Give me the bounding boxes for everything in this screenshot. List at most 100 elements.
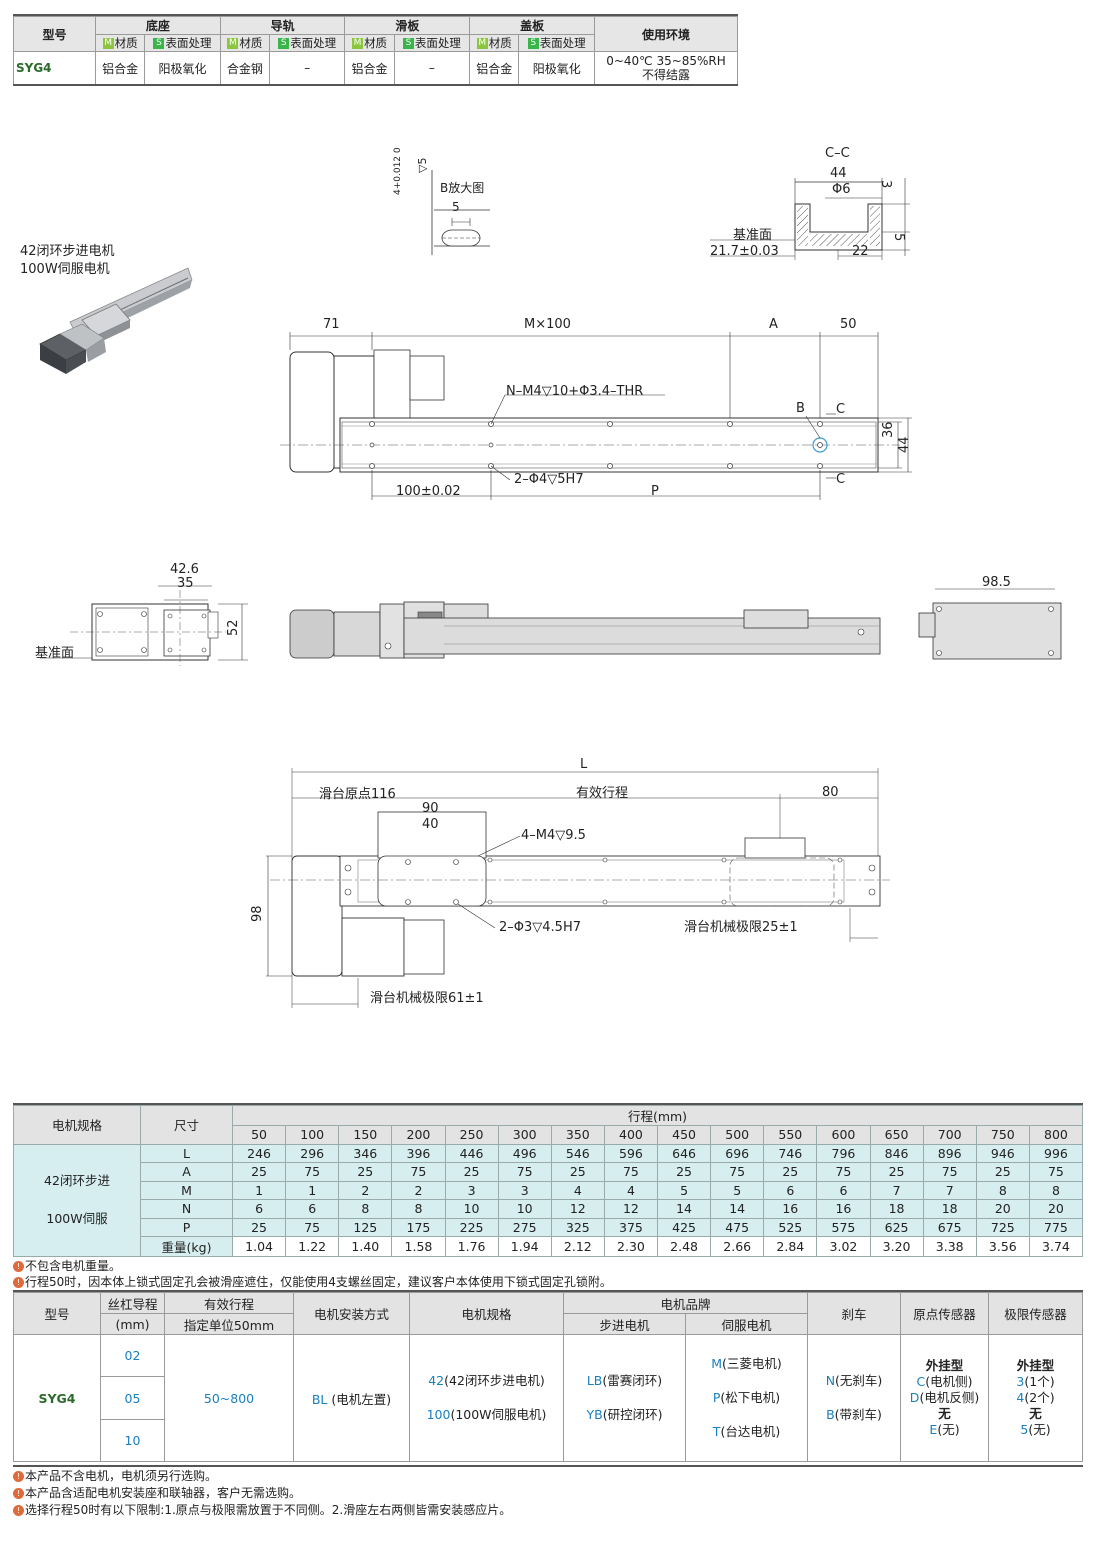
top-dim-36: 36 — [881, 421, 896, 438]
header-stroke: 有效行程 — [164, 1292, 294, 1314]
table-cell: 846 — [869, 1143, 924, 1163]
header-lead: 丝杠导程 — [100, 1292, 165, 1314]
table-cell: 20 — [1028, 1199, 1084, 1219]
stroke-header: 800 — [1028, 1125, 1084, 1145]
table-cell: 2.12 — [550, 1236, 605, 1257]
table-cell: 25 — [550, 1162, 605, 1182]
table-cell: 3.74 — [1028, 1236, 1084, 1257]
side-ref-label: 基准面 — [35, 646, 75, 661]
table-cell: 18 — [922, 1199, 977, 1219]
table-cell: 25 — [444, 1162, 499, 1182]
table-cell: 3.20 — [869, 1236, 924, 1257]
order-servo: M(三菱电机) P(松下电机) T(台达电机) — [685, 1334, 808, 1462]
stroke-header: 300 — [497, 1125, 552, 1145]
header-brake: 刹车 — [807, 1292, 901, 1335]
cc-ref-dim: 21.7±0.03 — [710, 244, 779, 259]
side-dim-52: 52 — [226, 619, 241, 636]
order-limit: 外挂型 3(1个) 4(2个) 无 5(无) — [988, 1334, 1083, 1462]
table-cell: 75 — [603, 1162, 659, 1182]
bot-dim-90: 90 — [422, 801, 439, 816]
table-cell: 725 — [975, 1217, 1030, 1237]
header-slider: 滑板 — [344, 16, 471, 35]
table-cell: 225 — [444, 1217, 499, 1237]
stroke-header: 250 — [444, 1125, 499, 1145]
order-origin: 外挂型 C(电机侧) D(电机反侧) 无 E(无) — [900, 1334, 989, 1462]
stroke-header: 600 — [816, 1125, 871, 1145]
motor-label-2: 100W伺服电机 — [20, 262, 110, 277]
table-cell: 12 — [550, 1199, 605, 1219]
table-cell: 575 — [816, 1217, 871, 1237]
top-dim-a: A — [769, 317, 778, 332]
dim-table-top-rule — [13, 1103, 1083, 1105]
table-cell: 2 — [338, 1180, 393, 1200]
table-cell: 75 — [1028, 1162, 1084, 1182]
table-cell: 425 — [656, 1217, 712, 1237]
table-cell: 25 — [869, 1162, 924, 1182]
order-stepper: LB(雷赛闭环) YB(研控闭环) — [563, 1334, 686, 1462]
table-cell: 625 — [869, 1217, 924, 1237]
bot-origin: 滑台原点116 — [319, 787, 396, 802]
table-cell: 175 — [391, 1217, 446, 1237]
order-motor: 42(42闭环步进电机) 100(100W伺服电机) — [409, 1334, 564, 1462]
left-end-view — [40, 585, 248, 666]
table-cell: 2.30 — [603, 1236, 659, 1257]
table-cell: 3.56 — [975, 1236, 1030, 1257]
rail-surface: – — [268, 51, 346, 85]
cc-dim-22: 22 — [852, 244, 869, 259]
table-cell: 996 — [1028, 1143, 1084, 1163]
product-photo — [39, 267, 193, 374]
bot-callout-2phi3: 2–Φ3▽4.5H7 — [499, 920, 581, 935]
bot-limit-61: 滑台机械极限61±1 — [370, 991, 484, 1006]
right-end-view — [918, 588, 1062, 660]
stroke-header: 400 — [603, 1125, 659, 1145]
header-servo: 伺服电机 — [685, 1313, 808, 1335]
top-dim-p: P — [651, 484, 659, 499]
table-cell: 25 — [656, 1162, 712, 1182]
detail-b-title: B放大图 — [440, 181, 485, 195]
table-cell: 6 — [231, 1199, 287, 1219]
table-cell: 16 — [816, 1199, 871, 1219]
cc-title: C–C — [825, 146, 850, 161]
table-cell: 25 — [975, 1162, 1030, 1182]
stroke-header: 550 — [763, 1125, 818, 1145]
dim-note-2: !行程50时，因本体上锁式固定孔会被滑座遮住，仅能使用4支螺丝固定，建议客户本体… — [13, 1273, 612, 1290]
header-stroke: 行程(mm) — [232, 1105, 1083, 1126]
cc-dim-phi6: Φ6 — [832, 182, 851, 197]
table-cell: 1 — [285, 1180, 340, 1200]
table-cell: 18 — [869, 1199, 924, 1219]
row-label: 重量(kg) — [140, 1236, 233, 1257]
ordering-table: 型号 丝杠导程 有效行程 电机安装方式 电机规格 电机品牌 刹车 原点传感器 极… — [13, 1292, 1083, 1462]
table-cell: 125 — [338, 1217, 393, 1237]
bot-dim-80: 80 — [822, 785, 839, 800]
order-table-bottom-rule — [13, 1465, 1083, 1467]
top-callout-n-m4: N–M4▽10+Φ3.4–THR — [506, 384, 644, 399]
bot-callout-4m4: 4–M4▽9.5 — [521, 828, 586, 843]
table-cell: 6 — [763, 1180, 818, 1200]
header-size: 尺寸 — [140, 1105, 233, 1145]
table-cell: 525 — [763, 1217, 818, 1237]
slider-surface: – — [393, 51, 471, 85]
table-cell: 325 — [550, 1217, 605, 1237]
cc-dim-44: 44 — [830, 166, 847, 181]
table-cell: 475 — [710, 1217, 765, 1237]
table-cell: 25 — [231, 1162, 287, 1182]
table-cell: 646 — [656, 1143, 712, 1163]
table-cell: 1.94 — [497, 1236, 552, 1257]
table-cell: 3 — [444, 1180, 499, 1200]
stroke-header: 150 — [338, 1125, 393, 1145]
table-cell: 2.48 — [656, 1236, 712, 1257]
table-cell: 796 — [816, 1143, 871, 1163]
cc-ref-label: 基准面 — [733, 228, 773, 243]
order-model: SYG4 — [13, 1334, 101, 1462]
